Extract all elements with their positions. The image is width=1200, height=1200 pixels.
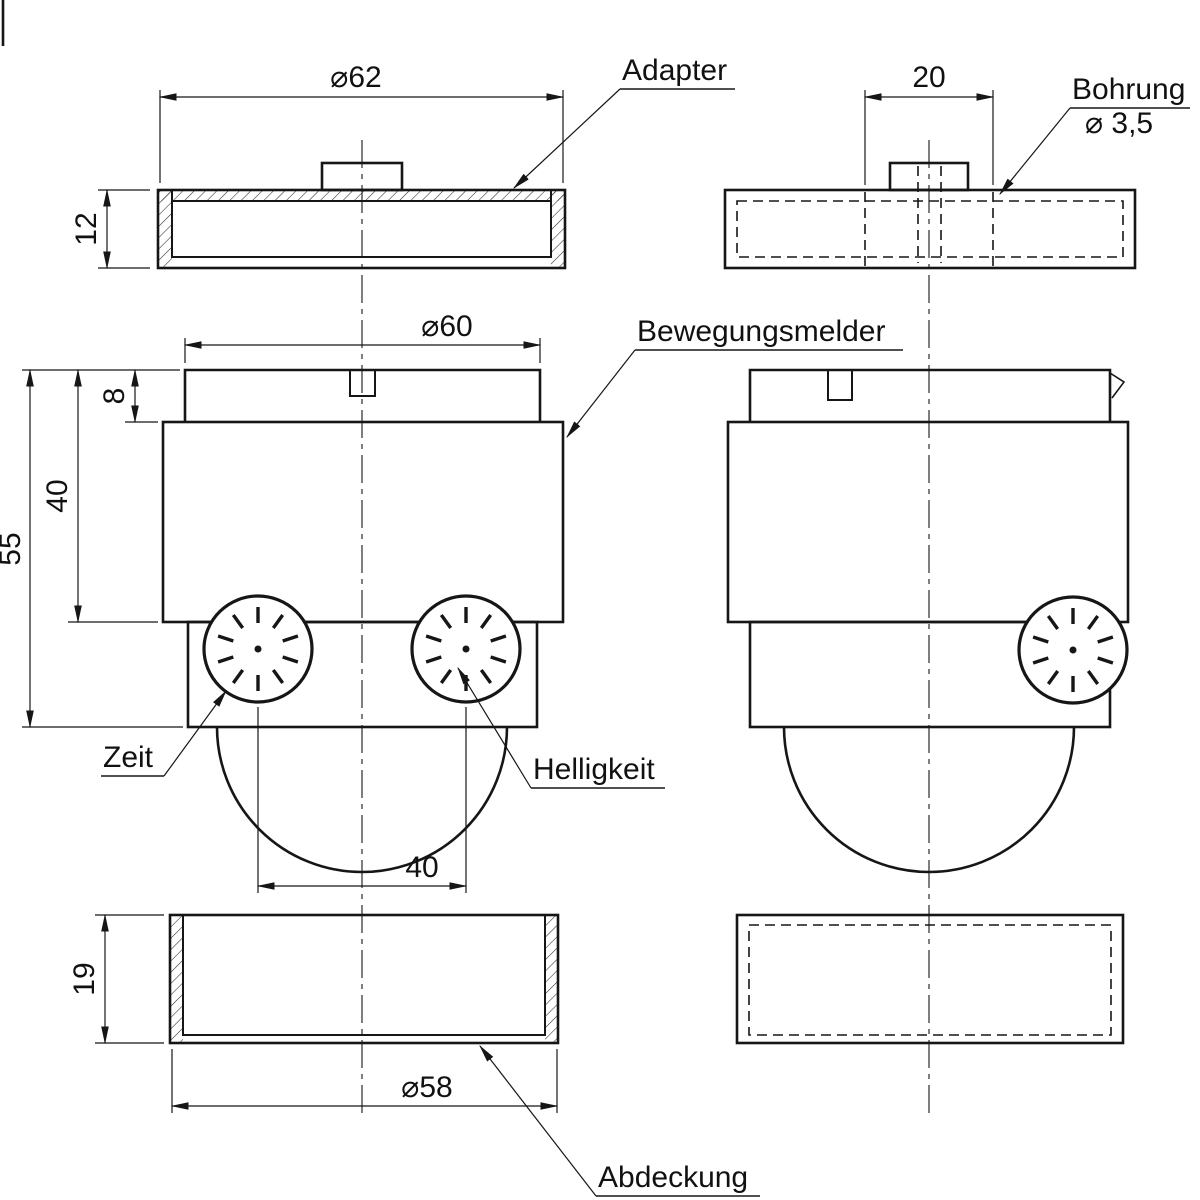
sensor-body-front (161, 368, 565, 874)
adapter-inner-cavity (171, 190, 552, 258)
adapter-side (723, 161, 1137, 270)
dim-cover-diameter: ⌀58 (401, 1071, 452, 1104)
body-outline (161, 420, 565, 624)
knob-side (1017, 595, 1129, 705)
label-bewegungsmelder: Bewegungsmelder (637, 315, 885, 348)
dim-body-height: 40 (41, 479, 74, 512)
adapter-hidden-cavity (736, 200, 1124, 258)
dim-adapter-height: 12 (70, 212, 103, 245)
dim-total-height: 55 (0, 532, 27, 565)
leader-abdeckung (479, 1044, 597, 1197)
collar-corner-tab (1109, 372, 1126, 399)
dim-cover-height-group: 19 (68, 913, 164, 1045)
dim-collar-height: 8 (98, 388, 131, 405)
cover-hidden-cavity (748, 924, 1112, 1036)
cover-inner-cavity (182, 915, 546, 1036)
hatch-fill (158, 190, 565, 201)
label-helligkeit-group: Helligkeit (457, 666, 665, 789)
adapter-boss-outline (888, 161, 970, 192)
collar-tab (349, 369, 376, 397)
cover-front (168, 913, 560, 1045)
sensor-body-side (726, 368, 1130, 874)
leader-bewegungsmelder (566, 349, 636, 439)
dim-body-diameter: ⌀60 (421, 310, 472, 343)
cover-side (735, 913, 1125, 1045)
label-abdeckung: Abdeckung (598, 1161, 748, 1194)
hatch-fill (158, 190, 172, 268)
dim-cover-height: 19 (68, 962, 101, 995)
cover-outline (735, 913, 1125, 1045)
label-helligkeit: Helligkeit (533, 753, 655, 786)
hatch-fill (545, 915, 558, 1043)
dim-body-diameter-group: ⌀60 (183, 310, 542, 363)
dim-sensor-spacing: 40 (405, 851, 438, 884)
dim-left-stack-group: 8 40 55 (0, 368, 183, 729)
leader-helligkeit (457, 666, 532, 789)
body-outline (726, 420, 1130, 624)
adapter-boss-outline (320, 161, 404, 192)
leader-zeit (163, 689, 227, 777)
adapter-front (156, 161, 567, 270)
hatch-fill (170, 915, 183, 1043)
dim-cutout-width: 20 (912, 61, 945, 94)
dim-adapter-diameter-group: ⌀62 (158, 61, 565, 183)
leader-bohrung (999, 107, 1071, 195)
dome-front (215, 726, 509, 874)
label-zeit: Zeit (103, 741, 154, 774)
label-bohrung-diameter: ⌀ 3,5 (1085, 107, 1153, 140)
label-bohrung-group: Bohrung ⌀ 3,5 (999, 73, 1190, 195)
collar-tab (827, 369, 853, 401)
side-view: 20 Bohrung ⌀ 3,5 (723, 61, 1190, 1115)
cover-outline (168, 913, 560, 1045)
label-abdeckung-group: Abdeckung (479, 1044, 760, 1197)
label-zeit-group: Zeit (101, 689, 227, 777)
hatch-fill (551, 190, 565, 268)
leader-adapter (513, 88, 621, 189)
lower-section-outline (186, 620, 539, 729)
collar-outline (748, 368, 1112, 422)
label-bewegungsmelder-group: Bewegungsmelder (566, 315, 903, 439)
knob-zeit (202, 594, 314, 704)
dim-cutout-width-group: 20 (863, 61, 995, 185)
label-bohrung: Bohrung (1072, 73, 1185, 106)
dim-adapter-diameter: ⌀62 (330, 61, 381, 94)
dim-adapter-height-group: 12 (70, 188, 150, 270)
knob-helligkeit (410, 594, 522, 704)
dome-side (782, 726, 1076, 874)
label-adapter: Adapter (622, 54, 727, 87)
front-view: ⌀62 12 ⌀60 (0, 54, 903, 1197)
label-adapter-group: Adapter (513, 54, 735, 189)
dim-cover-diameter-group: ⌀58 (170, 1049, 559, 1113)
dim-sensor-spacing-group: 40 (256, 707, 468, 893)
